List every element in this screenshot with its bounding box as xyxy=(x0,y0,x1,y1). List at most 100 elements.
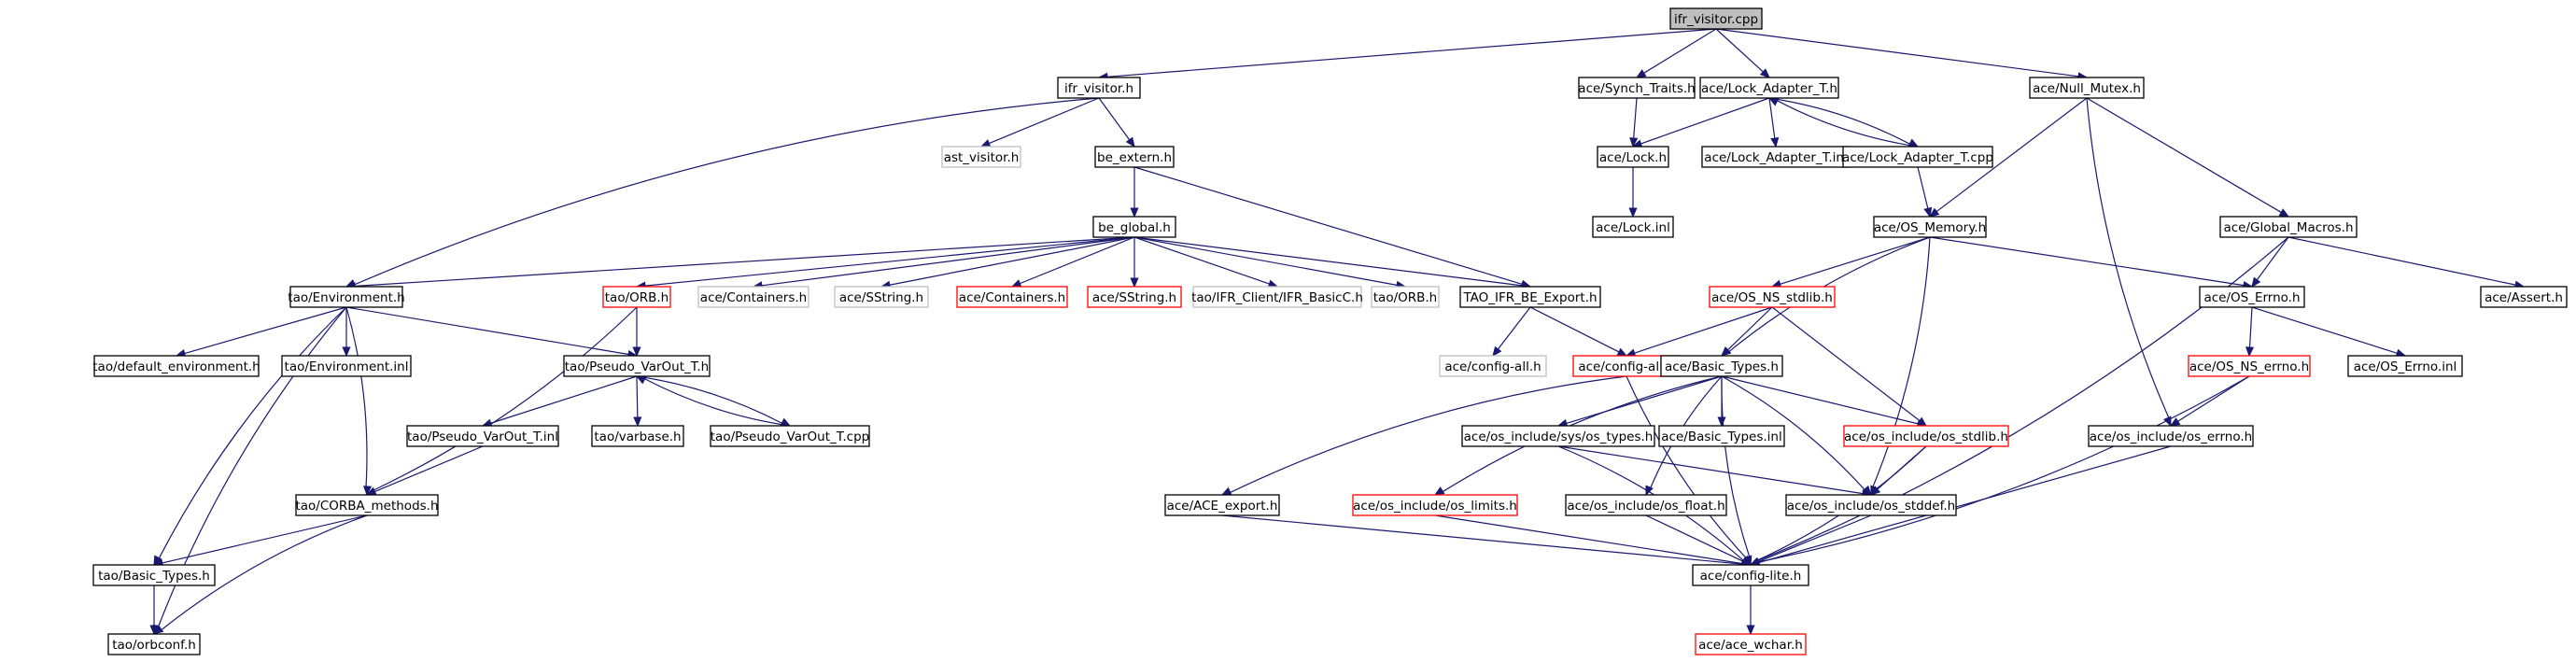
node-os-stdlib-h[interactable]: ace/os_include/os_stdlib.h xyxy=(1843,425,2009,447)
node-os-include-errno-h[interactable]: ace/os_include/os_errno.h xyxy=(2088,425,2254,447)
node-lock-adapter-t-inl[interactable]: ace/Lock_Adapter_T.inl xyxy=(1701,146,1851,168)
node-synch-traits-h[interactable]: ace/Synch_Traits.h xyxy=(1578,77,1696,99)
node-ace-containers-h-missing[interactable]: ace/Containers.h xyxy=(956,286,1068,308)
node-box xyxy=(295,494,439,516)
edge-arrowhead xyxy=(2251,276,2261,289)
node-ifr-basicc-h[interactable]: tao/IFR_Client/IFR_BasicC.h xyxy=(1191,286,1363,308)
node-tao-orbconf-h[interactable]: tao/orbconf.h xyxy=(107,633,201,655)
edge-line xyxy=(1566,375,1723,424)
edge-arrowhead xyxy=(1759,68,1770,78)
node-ace-export-h[interactable]: ace/ACE_export.h xyxy=(1164,494,1280,516)
edge-arrowhead xyxy=(1433,486,1445,496)
edge-line xyxy=(1715,28,2079,77)
node-tao-orb-h-missing[interactable]: tao/ORB.h xyxy=(602,286,671,308)
graph-edges xyxy=(149,28,2526,636)
node-tao-pseudo-varout-t-inl[interactable]: tao/Pseudo_VarOut_T.inl xyxy=(406,425,559,447)
node-lock-adapter-t-h[interactable]: ace/Lock_Adapter_T.h xyxy=(1699,77,1839,99)
edge-os-memory-h-to-os-errno-h xyxy=(1929,236,2254,290)
edge-arrowhead xyxy=(1010,279,1022,288)
node-label: ace/OS_Memory.h xyxy=(1874,220,1986,235)
edge-os-limits-h-to-config-lite-h xyxy=(1434,514,1753,569)
node-tao-environment-h[interactable]: tao/Environment.h xyxy=(288,286,405,308)
edge-os-errno-h-to-os-ns-errno-h xyxy=(2245,306,2255,358)
node-tao-corba-methods-h[interactable]: tao/CORBA_methods.h xyxy=(295,494,439,516)
node-os-stddef-h[interactable]: ace/os_include/os_stddef.h xyxy=(1785,494,1957,516)
edge-line xyxy=(761,236,1135,287)
edge-arrowhead xyxy=(1492,345,1502,358)
node-tao-varbase-h[interactable]: tao/varbase.h xyxy=(591,425,684,447)
edge-line xyxy=(1434,514,1743,565)
node-os-errno-inl[interactable]: ace/OS_Errno.inl xyxy=(2347,355,2463,377)
node-box xyxy=(2199,286,2305,308)
node-tao-basic-types-h[interactable]: tao/Basic_Types.h xyxy=(92,564,216,586)
edge-arrowhead xyxy=(1130,207,1139,218)
node-tao-environment-inl[interactable]: tao/Environment.inl xyxy=(281,355,412,377)
node-ast-visitor-h[interactable]: ast_visitor.h xyxy=(941,146,1021,168)
edge-tao-basic-types-h-to-tao-orbconf-h xyxy=(149,585,159,636)
edge-null-mutex-h-to-global-macros-h xyxy=(2086,97,2290,218)
node-config-all-h-ext[interactable]: ace/config-all.h xyxy=(1439,355,1547,377)
node-basic-types-inl[interactable]: ace/Basic_Types.inl xyxy=(1658,425,1785,447)
node-label: ace/Lock_Adapter_T.cpp xyxy=(1842,150,1993,165)
node-config-lite-h[interactable]: ace/config-lite.h xyxy=(1692,564,1809,586)
node-tao-ifr-be-export-h[interactable]: TAO_IFR_BE_Export.h xyxy=(1459,286,1601,308)
node-basic-types-h[interactable]: ace/Basic_Types.h xyxy=(1660,355,1783,377)
node-box xyxy=(834,286,929,308)
node-os-limits-h[interactable]: ace/os_include/os_limits.h xyxy=(1352,494,1518,516)
node-box xyxy=(2219,216,2358,238)
edge-be-global-h-to-tao-environment-h xyxy=(345,236,1135,290)
node-ace-sstring-h-missing[interactable]: ace/SString.h xyxy=(1087,286,1182,308)
node-label: tao/Pseudo_VarOut_T.h xyxy=(565,359,709,374)
node-lock-adapter-t-cpp[interactable]: ace/Lock_Adapter_T.cpp xyxy=(1842,146,1993,168)
edge-ifr-visitor-h-to-ast-visitor-h xyxy=(979,97,1100,148)
edge-line xyxy=(1133,236,1270,285)
edge-basic-types-h-to-config-lite-h xyxy=(1721,375,1753,567)
edge-be-global-h-to-ifr-basicc-h xyxy=(1133,236,1279,289)
node-tao-pseudo-varout-t-cpp[interactable]: tao/Pseudo_VarOut_T.cpp xyxy=(710,425,870,447)
edge-line xyxy=(1221,514,1743,565)
node-box xyxy=(1785,494,1957,516)
edge-line xyxy=(1643,28,1717,74)
edge-line xyxy=(1721,375,1751,557)
node-be-global-h[interactable]: be_global.h xyxy=(1092,216,1176,238)
node-label: ifr_visitor.cpp xyxy=(1674,12,1758,27)
node-box xyxy=(1699,77,1839,99)
node-ifr-visitor-h[interactable]: ifr_visitor.h xyxy=(1057,77,1141,99)
node-ace-wchar-h[interactable]: ace/ace_wchar.h xyxy=(1695,633,1807,655)
edge-ifr-visitor-cpp-to-synch-traits-h xyxy=(1635,28,1717,78)
node-tao-default-environment-h[interactable]: tao/default_environment.h xyxy=(92,355,260,377)
node-box xyxy=(1873,216,1987,238)
node-global-macros-h[interactable]: ace/Global_Macros.h xyxy=(2219,216,2358,238)
node-box xyxy=(406,425,559,447)
node-os-ns-errno-h[interactable]: ace/OS_NS_errno.h xyxy=(2188,355,2311,377)
node-os-ns-stdlib-h[interactable]: ace/OS_NS_stdlib.h xyxy=(1709,286,1836,308)
edge-arrowhead xyxy=(1923,206,1933,218)
node-tao-pseudo-varout-t-h[interactable]: tao/Pseudo_VarOut_T.h xyxy=(563,355,711,377)
node-be-extern-h[interactable]: be_extern.h xyxy=(1094,146,1175,168)
node-null-mutex-h[interactable]: ace/Null_Mutex.h xyxy=(2029,77,2145,99)
node-label: tao/IFR_Client/IFR_BasicC.h xyxy=(1191,290,1363,305)
node-os-memory-h[interactable]: ace/OS_Memory.h xyxy=(1873,216,1987,238)
node-label: ace/Lock_Adapter_T.h xyxy=(1701,81,1837,96)
edge-arrowhead xyxy=(149,625,159,636)
edge-line xyxy=(1768,97,1776,139)
node-box xyxy=(591,425,684,447)
node-box xyxy=(1843,425,2009,447)
node-lock-inl[interactable]: ace/Lock.inl xyxy=(1592,216,1674,238)
node-tao-orb-h-ext[interactable]: tao/ORB.h xyxy=(1371,286,1440,308)
node-box xyxy=(941,146,1021,168)
node-label: ace/config-all.h xyxy=(1444,359,1541,374)
node-os-float-h[interactable]: ace/os_include/os_float.h xyxy=(1565,494,1727,516)
node-label: ace/Lock_Adapter_T.inl xyxy=(1704,150,1847,165)
node-ifr-visitor-cpp[interactable]: ifr_visitor.cpp xyxy=(1669,7,1763,30)
node-label: ace/config-lite.h xyxy=(1700,569,1802,584)
node-ace-containers-h-ext[interactable]: ace/Containers.h xyxy=(697,286,809,308)
node-ace-assert-h[interactable]: ace/Assert.h xyxy=(2480,286,2568,308)
node-label: ace/os_include/sys/os_types.h xyxy=(1464,430,1654,444)
node-os-types-h[interactable]: ace/os_include/sys/os_types.h xyxy=(1461,425,1655,447)
node-lock-h[interactable]: ace/Lock.h xyxy=(1597,146,1669,168)
edge-arrowhead xyxy=(342,346,351,358)
node-os-errno-h[interactable]: ace/OS_Errno.h xyxy=(2199,286,2305,308)
node-config-all-h-missing[interactable]: ace/config-all.h xyxy=(1572,355,1681,377)
node-ace-sstring-h-ext[interactable]: ace/SString.h xyxy=(834,286,929,308)
